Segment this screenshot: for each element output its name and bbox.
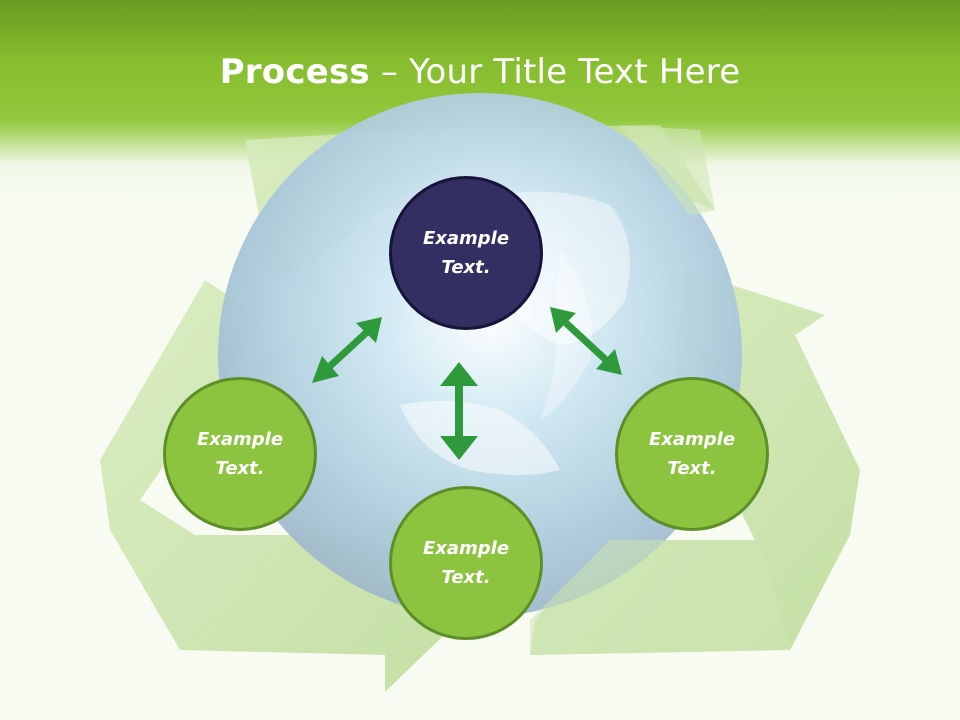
- double-arrow-icon: [440, 362, 478, 460]
- node-left-line1: Example: [196, 429, 284, 450]
- double-arrow-icon: [550, 307, 622, 375]
- node-bottom: Example Text.: [389, 486, 543, 640]
- title-rest: – Your Title Text Here: [369, 52, 741, 92]
- page-title: Process – Your Title Text Here: [0, 52, 960, 92]
- node-bottom-line1: Example: [422, 538, 510, 559]
- node-left: Example Text.: [163, 377, 317, 531]
- node-top: Example Text.: [389, 176, 543, 330]
- double-arrow-icon: [312, 317, 382, 383]
- globe-icon: [218, 93, 742, 617]
- node-bottom-line2: Text.: [441, 567, 491, 588]
- node-right-line2: Text.: [667, 458, 717, 479]
- node-right-line1: Example: [648, 429, 736, 450]
- node-top-line1: Example: [422, 228, 510, 249]
- node-left-line2: Text.: [215, 458, 265, 479]
- node-top-line2: Text.: [441, 257, 491, 278]
- title-strong: Process: [219, 52, 370, 92]
- node-right: Example Text.: [615, 377, 769, 531]
